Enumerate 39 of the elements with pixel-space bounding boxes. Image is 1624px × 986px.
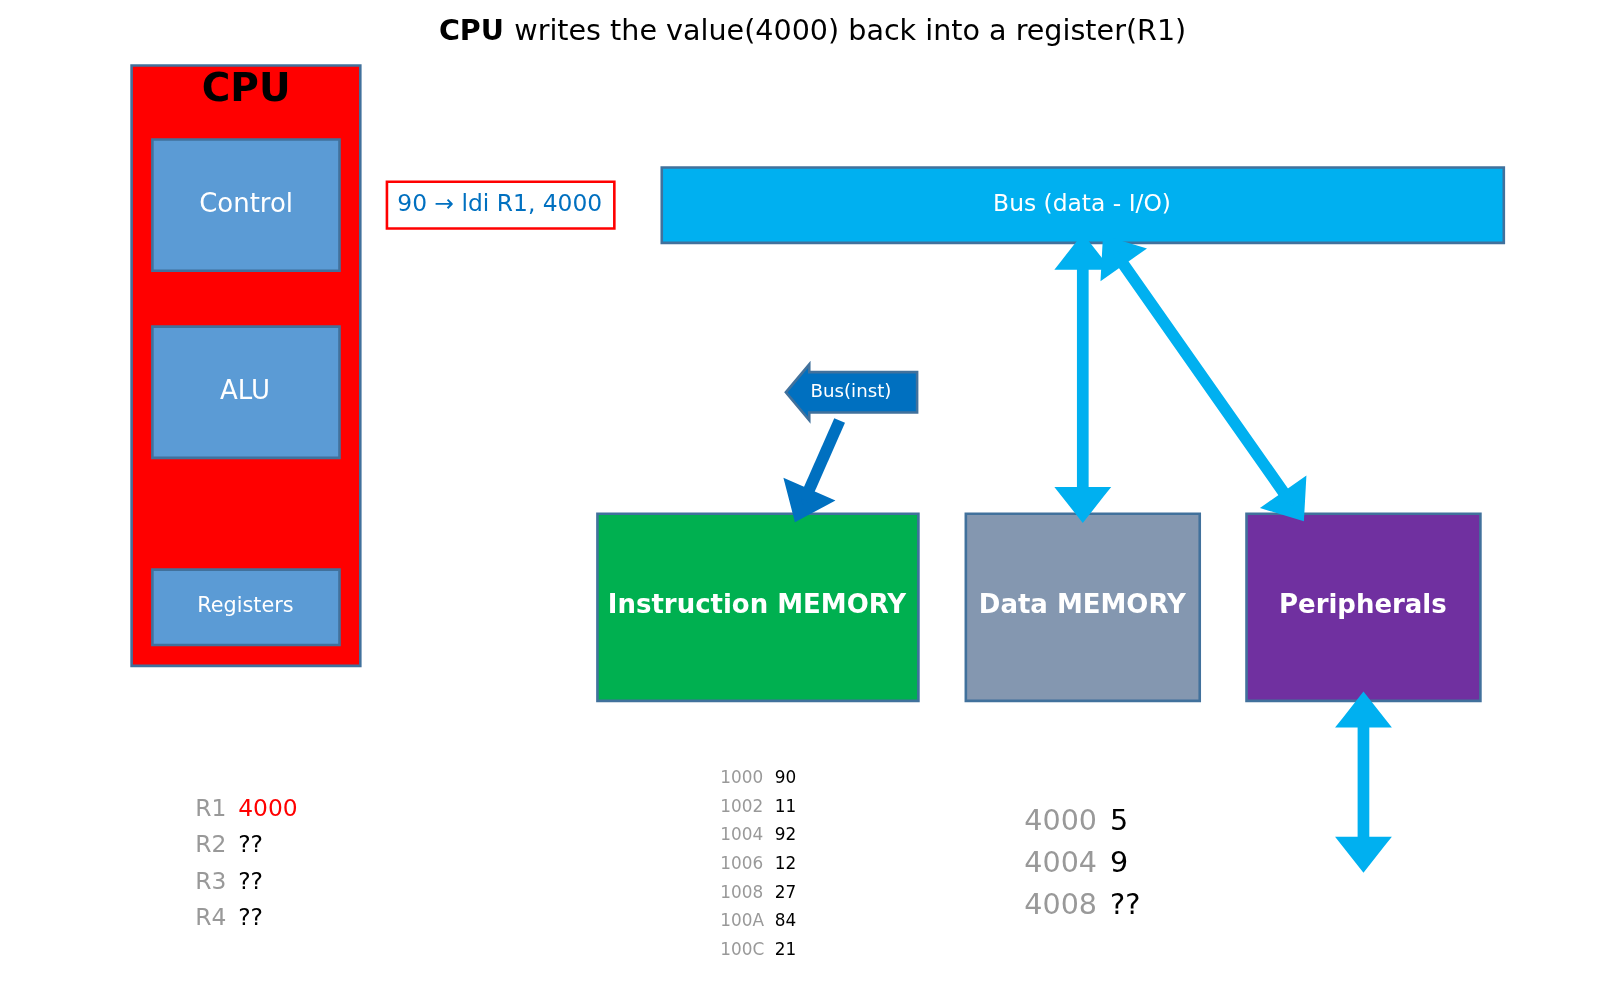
label: 11 (774, 795, 796, 816)
label: 4004 (1023, 844, 1097, 879)
label: 1006 (719, 853, 763, 874)
label: 1008 (719, 881, 763, 902)
label: ?? (237, 866, 263, 895)
diagram-title: CPU writes the value(4000) back into a register(R1) (438, 13, 1186, 48)
label: 12 (774, 853, 796, 874)
arrow (782, 418, 845, 523)
label: 5 (1109, 803, 1128, 838)
label: 90 (774, 767, 796, 788)
node-box: Bus (data - I/O) (659, 166, 1505, 245)
node-box: Data MEMORY (964, 512, 1201, 703)
label: 4000 (237, 793, 298, 822)
arrow (1334, 691, 1392, 873)
label: 9 (1109, 844, 1128, 879)
label: ?? (1109, 886, 1140, 921)
label: ?? (237, 902, 263, 931)
node-box: Control (150, 138, 341, 273)
label: 100C (719, 938, 764, 959)
node-box: Registers (150, 568, 341, 647)
label: 4000 (1023, 803, 1097, 838)
label: 1002 (719, 795, 763, 816)
node-box: Instruction MEMORY (595, 512, 920, 703)
node-box: Peripherals (1244, 512, 1482, 703)
label: 4008 (1023, 886, 1097, 921)
label: 21 (774, 938, 796, 959)
label: R3 (194, 866, 226, 895)
node-box: 90 → ldi R1, 4000 (385, 180, 616, 230)
label: 1000 (719, 767, 763, 788)
label: 1004 (719, 824, 763, 845)
label: 92 (774, 824, 796, 845)
label: 100A (719, 910, 764, 931)
label: 27 (774, 881, 796, 902)
node-box: ALU (150, 325, 341, 460)
label: ?? (237, 830, 263, 859)
label: 84 (774, 910, 796, 931)
label: R1 (194, 793, 226, 822)
label: R2 (194, 830, 226, 859)
label: R4 (194, 902, 226, 931)
